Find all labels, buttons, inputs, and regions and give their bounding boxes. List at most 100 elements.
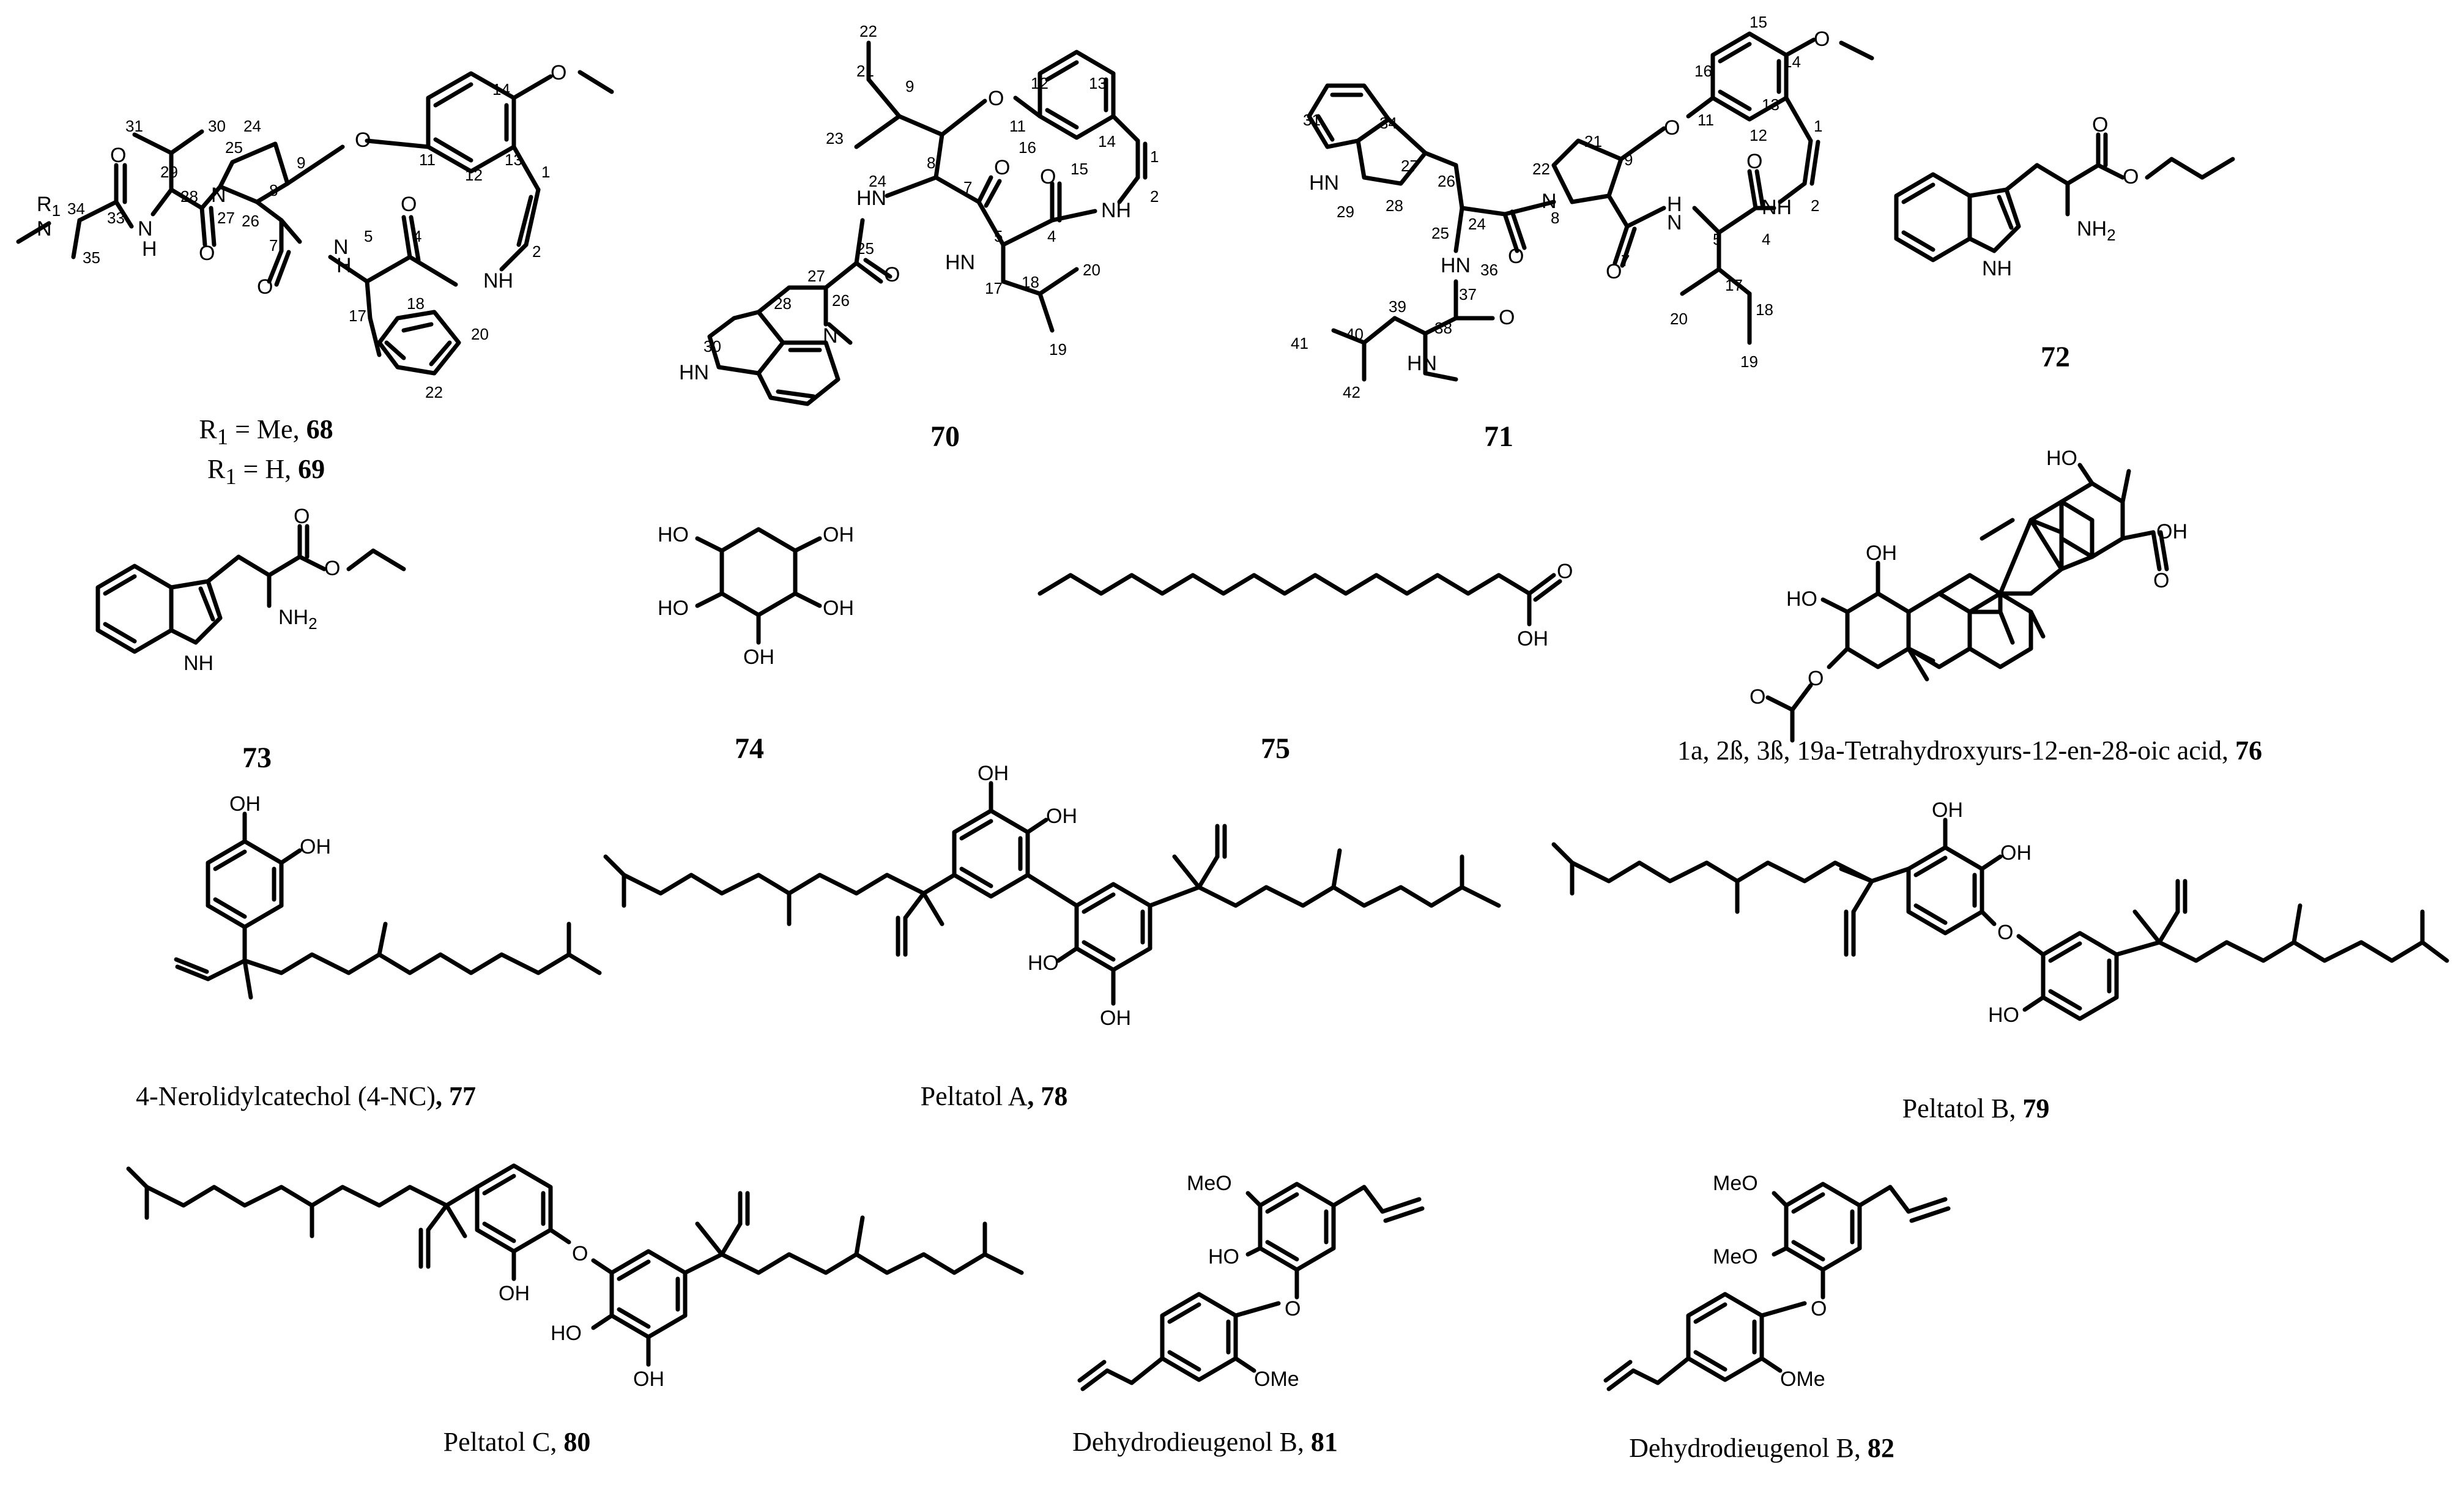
atom-ho: HO [658, 597, 689, 620]
locant-71: 15 [1750, 13, 1767, 31]
locant-70: 12 [1031, 74, 1048, 92]
locant-70: 17 [985, 279, 1003, 297]
atom-ome: OMe [1254, 1368, 1299, 1391]
locant-70: 14 [1098, 132, 1116, 151]
locant-70: 25 [856, 239, 874, 258]
locant-68: 24 [243, 117, 261, 135]
atom-o: O [994, 156, 1010, 179]
structure-75 [1037, 573, 1562, 627]
locant-68: 29 [160, 163, 178, 181]
atom-ho: HO [1786, 587, 1817, 611]
locant-71: 21 [1584, 132, 1602, 151]
atom-n: N [333, 236, 349, 259]
locant-71: 26 [1438, 172, 1455, 190]
locant-70: 28 [774, 294, 792, 313]
caption-82: Dehydrodieugenol B, 82 [1629, 1433, 1894, 1463]
atom-oh: OH [1517, 627, 1548, 650]
locant-68: 14 [492, 80, 510, 99]
locant-68: 7 [269, 236, 278, 255]
locant-71: 39 [1389, 297, 1406, 316]
locant-70: 26 [832, 291, 850, 310]
locant-71: 28 [1386, 196, 1403, 215]
locant-70: 23 [826, 129, 844, 147]
atom-meo: MeO [1187, 1172, 1232, 1195]
atom-o: O [2153, 569, 2169, 592]
compound-number-75: 75 [1261, 732, 1290, 765]
atom-ome: OMe [1780, 1368, 1825, 1391]
atom-oh: OH [2000, 841, 2032, 865]
locant-70: 16 [1019, 138, 1036, 157]
locant-68: 35 [83, 248, 100, 267]
locant-71: 29 [1337, 203, 1354, 221]
locant-71: 41 [1291, 334, 1308, 352]
atom-o: O [2092, 113, 2108, 136]
atom-oh: OH [823, 597, 854, 620]
structure-79 [1551, 817, 2449, 1021]
locant-71: 42 [1343, 383, 1360, 401]
locant-68: 25 [225, 138, 243, 157]
atom-oh: OH [2156, 520, 2188, 543]
structure-78 [603, 781, 1501, 1006]
locant-71: 16 [1694, 62, 1712, 80]
compound-number-71: 71 [1484, 420, 1513, 453]
locant-71: 7 [1621, 251, 1630, 270]
structure-82 [1603, 1182, 1951, 1391]
locant-71: 38 [1434, 319, 1452, 337]
atom-ho: HO [1988, 1003, 2019, 1027]
atom-hn: HN [679, 361, 709, 384]
locant-71: 2 [1811, 196, 1819, 215]
atom-meo: MeO [1713, 1172, 1758, 1195]
atom-oh: OH [300, 835, 331, 858]
atom-o: O [199, 242, 215, 265]
atom-n: N [823, 324, 838, 348]
locant-68: 22 [425, 383, 443, 401]
locant-70: 27 [807, 267, 825, 285]
structure-70 [707, 40, 1148, 406]
atom-o: O [1557, 560, 1573, 583]
locant-70: 5 [994, 227, 1003, 245]
atom-o: O [1746, 150, 1762, 173]
atom-o: O [1040, 165, 1056, 188]
locant-68: 11 [419, 151, 436, 169]
atom-nh2: NH2 [278, 606, 317, 633]
atom-oh: OH [499, 1282, 530, 1305]
atom-o: O [572, 1242, 588, 1265]
atom-nh: NH [1762, 196, 1792, 219]
locant-71: 14 [1783, 53, 1801, 71]
compound-number-72: 72 [2041, 341, 2070, 373]
locant-68: 20 [471, 325, 489, 343]
atom-n: N [37, 217, 52, 240]
locant-70: 22 [859, 22, 877, 40]
atom-ho: HO [2046, 447, 2077, 470]
atom-oh: OH [823, 523, 854, 546]
locant-68: 9 [297, 154, 305, 172]
compound-number-73: 73 [242, 742, 272, 774]
locant-71: 8 [1551, 209, 1559, 227]
locant-68: 17 [349, 307, 366, 325]
locant-70: 19 [1049, 340, 1067, 359]
atom-ho: HO [658, 523, 689, 546]
atom-o: O [401, 193, 417, 216]
structure-71 [1307, 31, 1874, 382]
structure-72 [1894, 132, 2235, 262]
locant-71: 34 [1379, 114, 1397, 132]
atom-o: O [355, 128, 371, 152]
locant-70: 13 [1089, 74, 1107, 92]
atom-o: O [1997, 921, 2013, 944]
locant-68: 12 [465, 166, 483, 184]
atom-o: O [884, 263, 900, 286]
structure-80 [126, 1163, 1024, 1367]
atom-n: N [138, 217, 153, 240]
locant-68: 5 [364, 227, 373, 245]
caption-69: R1 = H, 69 [207, 454, 325, 489]
locant-68: 34 [67, 199, 85, 218]
atom-ho: HO [1028, 951, 1059, 975]
atom-hn: HN [1441, 254, 1471, 277]
locant-71: 18 [1756, 300, 1773, 319]
atom-o: O [1508, 245, 1524, 268]
compound-number-74: 74 [735, 732, 764, 765]
atom-h: H [142, 237, 157, 261]
locant-70: 24 [869, 172, 886, 190]
structure-77 [174, 811, 602, 1000]
atom-oh: OH [229, 792, 261, 816]
